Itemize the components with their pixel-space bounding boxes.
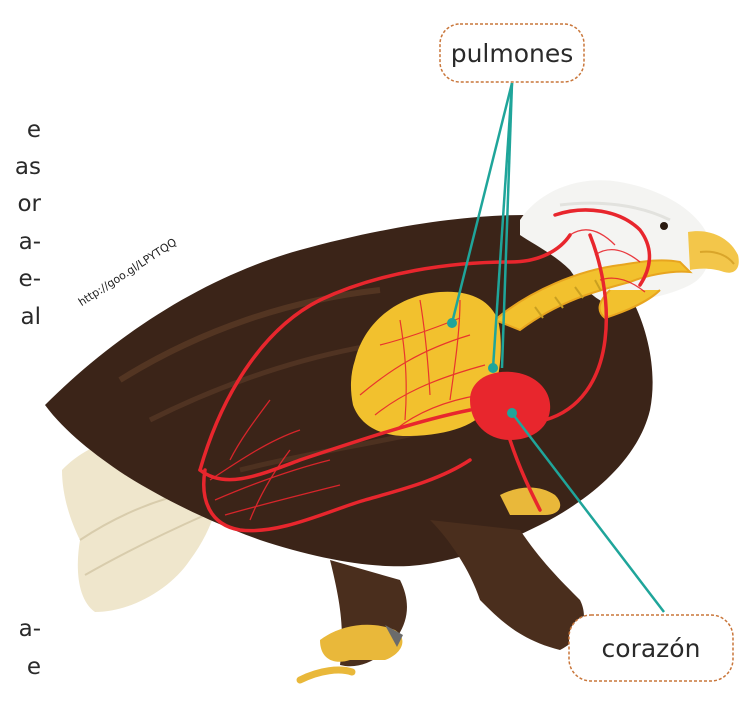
eagle-eye [660,222,668,230]
heart-callout: corazón [566,612,736,684]
eagle-legs [430,520,584,650]
lungs-pointer-dot [447,318,457,328]
heart-label: corazón [602,634,701,663]
heart-pointer-dot [507,408,517,418]
lungs-pointer-dot [488,363,498,373]
lungs-callout: pulmones [437,21,587,85]
lungs-label: pulmones [451,39,574,68]
